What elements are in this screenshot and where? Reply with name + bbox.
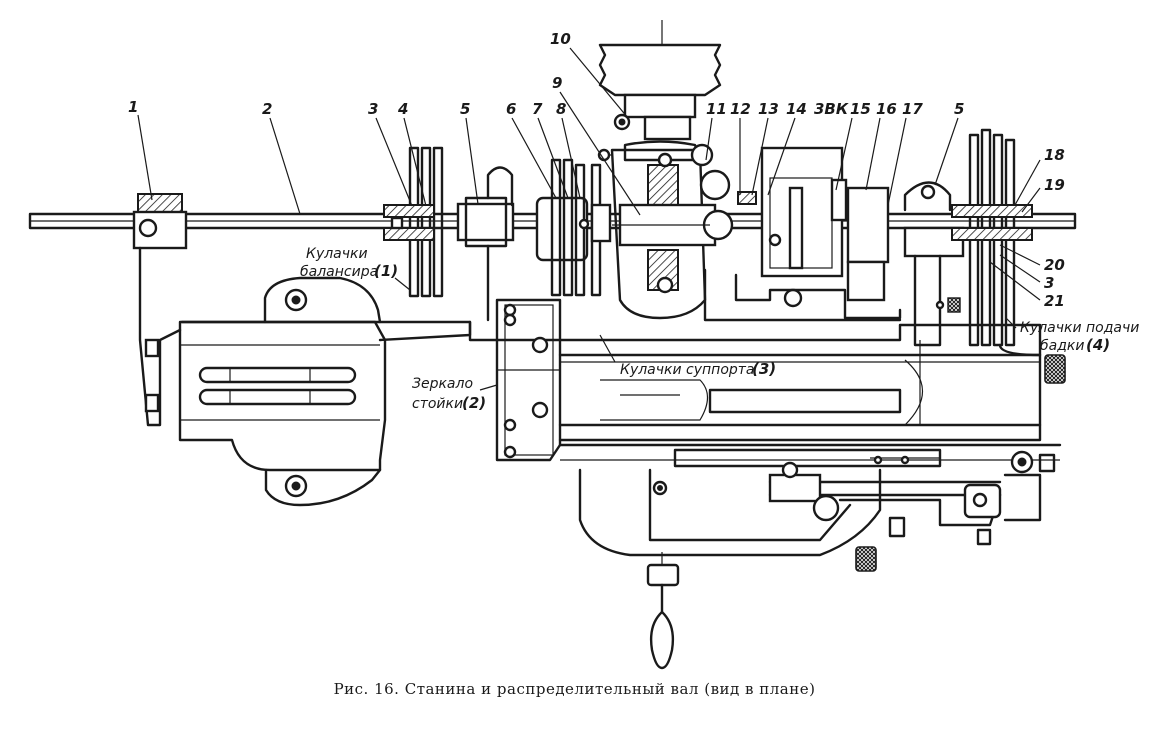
callout-7: 7 <box>532 100 543 118</box>
label-mirror-line2: стойки <box>412 396 463 412</box>
cam-group-6-7-8 <box>535 158 612 297</box>
label-feed-cams-line1: Кулачки подачи <box>1020 320 1139 336</box>
label-support-cams-num: (3) <box>752 360 776 378</box>
callout-20: 20 <box>1044 256 1065 274</box>
coupling-5-left <box>456 166 515 322</box>
leader-lines <box>137 47 1041 391</box>
callout-21: 21 <box>1044 292 1065 310</box>
callout-1: 1 <box>128 98 138 116</box>
bed-body <box>178 276 1066 670</box>
label-balancer-cams-line2: балансира <box>300 264 378 280</box>
label-balancer-cams-num: (1) <box>374 262 398 280</box>
callout-15: 15 <box>850 100 871 118</box>
callout-10: 10 <box>550 30 571 48</box>
callout-18: 18 <box>1044 146 1065 164</box>
part-labels: Кулачки балансира (1) Зеркало стойки (2)… <box>300 246 1139 412</box>
label-feed-cams-line2: бадки <box>1040 338 1084 354</box>
left-bearing <box>132 193 188 427</box>
label-mirror-line1: Зеркало <box>412 376 473 392</box>
callout-5: 5 <box>460 100 470 118</box>
label-support-cams: Кулачки суппорта <box>620 362 755 378</box>
callout-3b: 3 <box>1044 274 1054 292</box>
gearbox-3vk <box>703 146 902 322</box>
callout-14: 14 <box>786 100 807 118</box>
callout-4: 4 <box>397 100 408 118</box>
worm-gearbox <box>597 20 734 320</box>
feed-cams <box>951 128 1042 357</box>
callout-6: 6 <box>506 100 516 118</box>
label-balancer-cams-line1: Кулачки <box>306 246 368 262</box>
callout-16: 16 <box>876 100 897 118</box>
callout-13: 13 <box>758 100 779 118</box>
label-mirror-num: (2) <box>462 394 486 412</box>
label-feed-cams-num: (4) <box>1086 336 1110 354</box>
callout-17: 17 <box>902 100 923 118</box>
figure-caption: Рис. 16. Станина и распределительный вал… <box>333 680 816 698</box>
callout-8: 8 <box>556 100 566 118</box>
callout-12: 12 <box>730 100 751 118</box>
balancer-cams <box>383 146 444 298</box>
callout-11: 11 <box>706 100 727 118</box>
callout-19: 19 <box>1044 176 1065 194</box>
callout-2: 2 <box>262 100 272 118</box>
callout-9: 9 <box>552 74 562 92</box>
callout-3: 3 <box>368 100 378 118</box>
callout-5b: 5 <box>954 100 964 118</box>
callout-3vk: 3ВК <box>814 100 849 118</box>
callout-numbers: 1 2 3 4 5 6 7 8 9 10 11 12 13 14 3ВК 15 … <box>128 30 1065 310</box>
